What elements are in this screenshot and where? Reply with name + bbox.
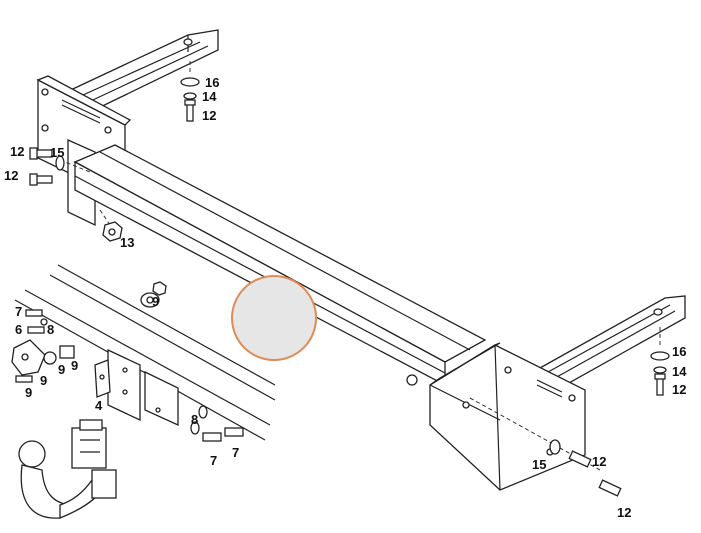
label-8-upper: 8: [47, 322, 54, 337]
label-12-left-a: 12: [10, 144, 24, 159]
left-bolts: [29, 147, 65, 186]
label-7-lower-a: 7: [232, 445, 239, 460]
washer-8-lower: [190, 421, 200, 435]
label-13: 13: [120, 235, 134, 250]
label-9-c: 9: [40, 373, 47, 388]
label-8-lower: 8: [191, 412, 198, 427]
label-14-right: 14: [672, 364, 687, 379]
bolt-9-lower: [15, 375, 33, 383]
washer-15-right: [549, 439, 561, 455]
bolt-7-upper: [25, 309, 43, 317]
label-12-left-b: 12: [4, 168, 18, 183]
label-16-right: 16: [672, 344, 686, 359]
part-labels: 16 14 12 12 15 12 13 9 7 8 6 9 9 9 9 4 8…: [4, 75, 687, 520]
spring-washer-14-top: [183, 92, 197, 100]
tow-ball: [18, 440, 46, 468]
tow-ball-assembly: [18, 419, 117, 519]
right-bolts: [549, 439, 622, 497]
label-9-d: 9: [25, 385, 32, 400]
label-12-right-b: 12: [617, 505, 631, 520]
washer-16-top: [180, 77, 200, 87]
bolt-12-top: [186, 102, 194, 122]
label-14-top: 14: [202, 89, 217, 104]
label-15-right: 15: [532, 457, 546, 472]
bolt-7-lower-b: [224, 427, 244, 437]
nut-9-top: [152, 281, 167, 296]
top-hardware-stack: [180, 77, 200, 122]
label-12-top: 12: [202, 108, 216, 123]
label-9-a: 9: [71, 358, 78, 373]
washer-15-left: [55, 155, 65, 171]
right-mounting-bracket: [406, 342, 586, 491]
label-9-b: 9: [58, 362, 65, 377]
bolt-6: [27, 326, 45, 334]
label-16-top: 16: [205, 75, 219, 90]
main-cross-beam: [73, 144, 487, 387]
bolt-12-right-top: [656, 376, 664, 396]
right-hardware-stack: [650, 351, 670, 396]
spring-washer-14-right: [653, 366, 667, 374]
label-4: 4: [95, 398, 103, 413]
block-9: [59, 345, 75, 359]
label-12-right: 12: [672, 382, 686, 397]
bolt-12-right-a: [568, 450, 592, 468]
label-9-top: 9: [152, 294, 159, 309]
label-7-upper: 7: [15, 304, 22, 319]
lower-left-hardware: [11, 281, 244, 442]
label-6: 6: [15, 322, 22, 337]
bolt-7-lower-a: [202, 432, 222, 442]
label-15-left: 15: [50, 145, 64, 160]
bolt-12-right-b: [598, 479, 622, 497]
label-7-lower-b: 7: [210, 453, 217, 468]
socket-housing: [71, 427, 107, 469]
washer-16-right: [650, 351, 670, 361]
circle-placeholder: [231, 275, 317, 361]
washer-9-mid: [43, 351, 57, 365]
vehicle-frame-detail: [14, 264, 276, 441]
label-12-right-a: 12: [592, 454, 606, 469]
